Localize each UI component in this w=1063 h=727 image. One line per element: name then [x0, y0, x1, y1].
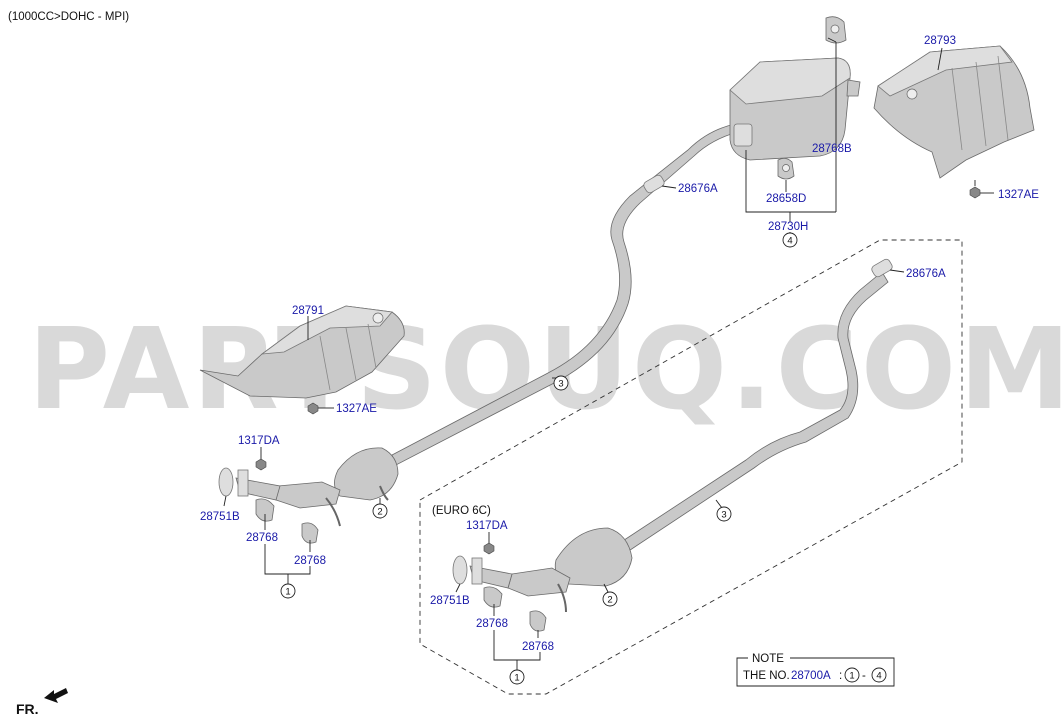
- note-title: NOTE: [752, 653, 784, 665]
- center-pipe-bottom: [611, 271, 889, 559]
- label-28768B[interactable]: 28768B: [812, 143, 852, 155]
- label-1317DA-bottom[interactable]: 1317DA: [466, 520, 508, 532]
- label-28793[interactable]: 28793: [924, 35, 956, 47]
- callout-3-top-text: 3: [558, 379, 563, 390]
- hanger-28658D: [777, 158, 795, 180]
- catalytic-converter-top: [235, 447, 399, 527]
- hanger-28768B: [825, 16, 847, 44]
- note-box: NOTE THE NO. 28700A : 1 - 4: [736, 653, 895, 687]
- callout-4-text: 4: [787, 236, 792, 247]
- hanger-28768-b: [301, 522, 319, 544]
- label-28730H[interactable]: 28730H: [768, 221, 808, 233]
- nut-1327AE-mid: [307, 402, 319, 415]
- clamp-28676A-top: [643, 174, 665, 194]
- note-prefix: THE NO.: [743, 670, 790, 682]
- callout-1-bottom-text: 1: [514, 673, 519, 684]
- leader-lines: [223, 37, 994, 670]
- heat-shield-28793: [873, 45, 1035, 179]
- hanger-28768-d: [529, 610, 547, 632]
- callout-1-top-text: 1: [285, 587, 290, 598]
- note-range-from: 1: [849, 671, 854, 682]
- nut-1327AE-top: [969, 186, 981, 199]
- label-28768-d[interactable]: 28768: [522, 641, 554, 653]
- callout-3-bottom: 3: [716, 506, 732, 522]
- label-28658D[interactable]: 28658D: [766, 193, 806, 205]
- hanger-28768-a: [255, 498, 275, 522]
- bolt-1317DA-top: [255, 458, 267, 471]
- label-28676A-top[interactable]: 28676A: [678, 183, 718, 195]
- gasket-28751B-bottom: [452, 555, 468, 585]
- callout-3-top: 3: [553, 375, 569, 391]
- callout-4: 4: [782, 232, 798, 248]
- label-28676A-mid[interactable]: 28676A: [906, 268, 946, 280]
- note-dash: -: [862, 670, 866, 682]
- catalytic-converter-bottom: [469, 527, 633, 613]
- label-28768-b[interactable]: 28768: [294, 555, 326, 567]
- euro6c-boundary: [419, 239, 963, 695]
- label-euro-6c: (EURO 6C): [432, 505, 491, 517]
- note-part-28700A[interactable]: 28700A: [791, 670, 831, 682]
- bolt-1317DA-bottom: [483, 542, 495, 555]
- front-direction-arrow-icon: [44, 688, 68, 703]
- callout-1-bottom: 1: [509, 669, 525, 685]
- engine-spec-header: (1000CC>DOHC - MPI): [8, 11, 129, 23]
- callout-2-bottom-text: 2: [607, 595, 612, 606]
- front-direction-label: FR.: [16, 701, 39, 717]
- label-1327AE-top[interactable]: 1327AE: [998, 189, 1039, 201]
- gasket-28751B-top: [218, 467, 234, 497]
- callout-2-top-text: 2: [377, 507, 382, 518]
- rear-muffler: [729, 57, 861, 161]
- label-28768-a[interactable]: 28768: [246, 532, 278, 544]
- hanger-28768-c: [483, 586, 503, 608]
- callout-2-bottom: 2: [602, 591, 618, 607]
- label-28768-c[interactable]: 28768: [476, 618, 508, 630]
- callout-3-bottom-text: 3: [721, 510, 726, 521]
- label-28751B-bottom[interactable]: 28751B: [430, 595, 470, 607]
- clamp-28676A-mid: [871, 258, 893, 278]
- label-1317DA-top[interactable]: 1317DA: [238, 435, 280, 447]
- callout-1-top: 1: [280, 583, 296, 599]
- note-range-to: 4: [876, 671, 881, 682]
- label-1327AE-mid[interactable]: 1327AE: [336, 403, 377, 415]
- label-28751B-top[interactable]: 28751B: [200, 511, 240, 523]
- note-separator: :: [839, 670, 842, 682]
- callout-2-top: 2: [372, 503, 388, 519]
- watermark: PARTSOUQ.COM: [28, 305, 1063, 435]
- label-28791[interactable]: 28791: [292, 305, 324, 317]
